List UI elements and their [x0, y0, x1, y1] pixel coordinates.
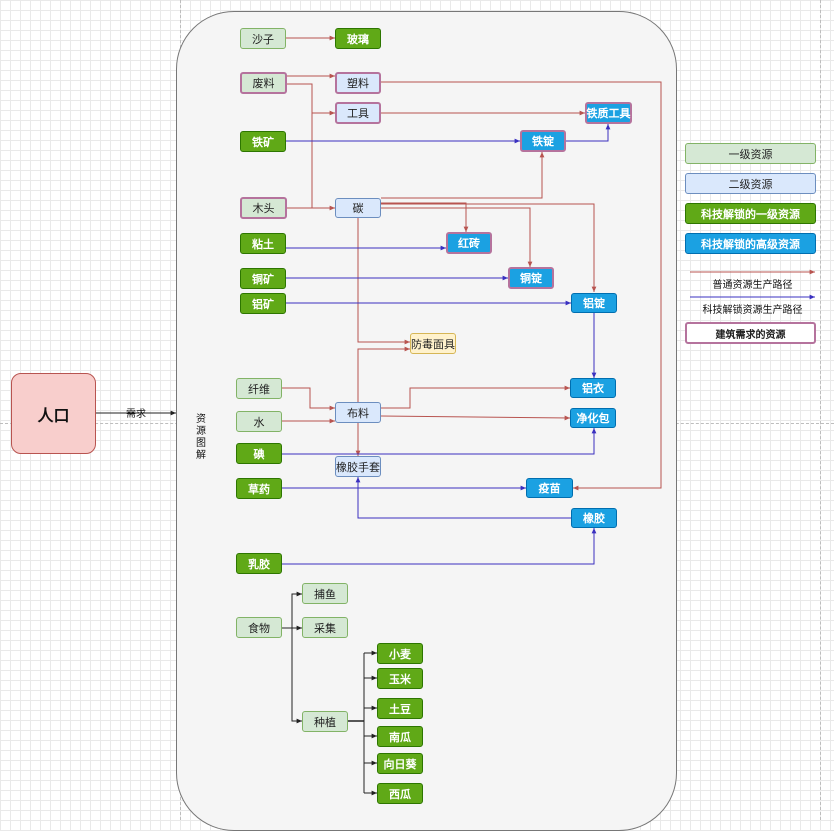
- legend-building-resource: 建筑需求的资源: [685, 322, 816, 344]
- node-sand[interactable]: 沙子: [240, 28, 286, 49]
- node-clay[interactable]: 粘土: [240, 233, 286, 254]
- node-rubber[interactable]: 橡胶: [571, 508, 617, 528]
- node-sunflower[interactable]: 向日葵: [377, 753, 423, 774]
- node-watermelon[interactable]: 西瓜: [377, 783, 423, 804]
- node-iron-ingot[interactable]: 铁锭: [520, 130, 566, 152]
- node-latex[interactable]: 乳胶: [236, 553, 282, 574]
- node-vaccine[interactable]: 疫苗: [526, 478, 573, 498]
- node-aluminum-suit[interactable]: 铝衣: [570, 378, 616, 398]
- edge-ironIngot-ironTools: [566, 124, 611, 142]
- node-scrap[interactable]: 废料: [240, 72, 287, 94]
- legend-tech-advanced: 科技解锁的高级资源: [685, 233, 816, 254]
- node-cloth[interactable]: 布料: [335, 402, 381, 423]
- edge-fiber-cloth: [282, 387, 335, 411]
- edge-cloth-aluminumSuit: [381, 385, 570, 409]
- node-rubber-gloves[interactable]: 橡胶手套: [335, 456, 381, 477]
- edge-rubber-gloves: [355, 477, 571, 519]
- edge-carbon-aluminumIngot: [381, 203, 597, 292]
- edge-carbon-redBrick: [381, 202, 469, 232]
- legend-level1: 一级资源: [685, 143, 816, 164]
- guide-line-vertical-right: [820, 0, 821, 820]
- panel-label: 资源图解: [196, 414, 206, 461]
- node-water[interactable]: 水: [236, 411, 282, 432]
- legend-tech-path-label: 科技解锁资源生产路径: [702, 305, 803, 316]
- edge-scrap-tools: [287, 83, 335, 116]
- node-gathering[interactable]: 采集: [302, 617, 348, 638]
- node-wood[interactable]: 木头: [240, 197, 287, 219]
- node-iodine[interactable]: 碘: [236, 443, 282, 464]
- edge-plastic-vaccine: [381, 81, 662, 491]
- edge-food-fishing: [282, 591, 302, 629]
- node-fiber[interactable]: 纤维: [236, 378, 282, 399]
- node-aluminum-ingot[interactable]: 铝锭: [571, 293, 617, 313]
- node-copper-ingot[interactable]: 铜锭: [508, 267, 554, 289]
- legend-level2: 二级资源: [685, 173, 816, 194]
- legend-normal-path-label: 普通资源生产路径: [712, 280, 793, 291]
- edge-carbon-copperIngot: [381, 207, 533, 267]
- node-corn[interactable]: 玉米: [377, 668, 423, 689]
- node-iron-tools[interactable]: 铁质工具: [585, 102, 632, 124]
- edge-carbon-gasMask: [357, 218, 410, 345]
- node-potato[interactable]: 土豆: [377, 698, 423, 719]
- demand-label: 需求: [126, 409, 146, 420]
- legend-tech-level1: 科技解锁的一级资源: [685, 203, 816, 224]
- edge-food-planting: [291, 628, 302, 724]
- edge-cloth-purification: [380, 415, 571, 421]
- node-wheat[interactable]: 小麦: [377, 643, 423, 664]
- node-gas-mask[interactable]: 防毒面具: [410, 333, 456, 354]
- edge-cloth-gasMask: [357, 346, 410, 402]
- node-aluminum-ore[interactable]: 铝矿: [240, 293, 286, 314]
- edge-latex-rubber: [282, 528, 597, 565]
- edge-wood-tools: [287, 113, 313, 209]
- edge-iodine-purification: [282, 428, 597, 455]
- node-iron-ore[interactable]: 铁矿: [240, 131, 286, 152]
- node-herbs[interactable]: 草药: [236, 478, 282, 499]
- population-node[interactable]: 人口: [11, 373, 96, 454]
- node-food[interactable]: 食物: [236, 617, 282, 638]
- node-purification-pack[interactable]: 净化包: [570, 408, 616, 428]
- node-pumpkin[interactable]: 南瓜: [377, 726, 423, 747]
- node-plastic[interactable]: 塑料: [335, 72, 381, 94]
- node-glass[interactable]: 玻璃: [335, 28, 381, 49]
- node-tools[interactable]: 工具: [335, 102, 381, 124]
- node-fishing[interactable]: 捕鱼: [302, 583, 348, 604]
- edge-carbon-ironIngot: [381, 152, 545, 199]
- node-carbon[interactable]: 碳: [335, 198, 381, 218]
- node-copper-ore[interactable]: 铜矿: [240, 268, 286, 289]
- node-red-brick[interactable]: 红砖: [446, 232, 492, 254]
- node-planting[interactable]: 种植: [302, 711, 348, 732]
